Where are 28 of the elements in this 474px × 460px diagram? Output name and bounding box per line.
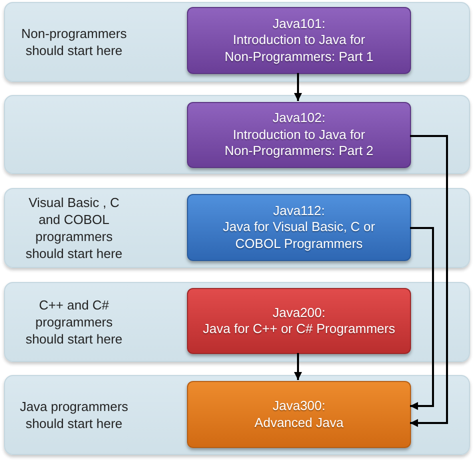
arrow xyxy=(410,227,434,410)
course-code: Java300: xyxy=(272,398,326,414)
course-title: Advanced Java xyxy=(254,414,344,431)
course-title: Introduction to Java for Non-Programmers: Part 1 xyxy=(224,32,374,66)
course-box xyxy=(187,7,411,74)
course-code: Java200: xyxy=(272,304,326,321)
course-title: Java for Visual Basic, C or COBOL Programmers xyxy=(222,219,376,252)
lane-label: Java programmers should start here xyxy=(18,398,130,432)
course-box xyxy=(187,194,411,261)
course-box xyxy=(187,102,411,168)
course-code: Java101: xyxy=(272,16,326,32)
course-box xyxy=(187,381,411,448)
course-code: Java112: xyxy=(272,202,326,220)
arrow xyxy=(294,353,302,380)
course-code: Java102: xyxy=(272,110,326,127)
course-box xyxy=(187,288,411,354)
lane-label: Non-programmers should start here xyxy=(20,25,128,59)
course-title: Introduction to Java for Non-Programmers: Part 2 xyxy=(224,126,374,160)
lane-band xyxy=(4,188,470,268)
lane-label: C++ and C# programmers should start here xyxy=(24,296,124,348)
lane-band xyxy=(4,282,470,362)
lane-band xyxy=(4,2,470,82)
arrow xyxy=(410,135,448,427)
arrow xyxy=(294,73,302,101)
course-title: Java for C++ or C# Programmers xyxy=(202,321,396,338)
lane-band xyxy=(4,95,470,174)
lane-band xyxy=(4,375,470,455)
lane-label: Visual Basic , C and COBOL programmers should start here xyxy=(24,194,124,262)
